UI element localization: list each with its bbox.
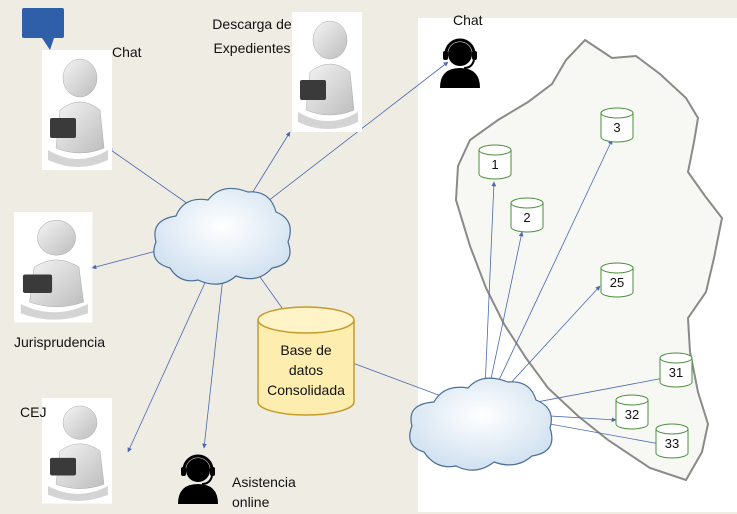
person-cej-icon bbox=[41, 397, 113, 505]
database-label-line2: datos bbox=[288, 362, 324, 378]
regional-databases: 1 2 3 25 31 32 33 bbox=[478, 107, 693, 459]
regional-database-label: 31 bbox=[669, 365, 683, 380]
descarga-label-line2: Expedientes bbox=[213, 40, 291, 56]
person-chat-icon bbox=[41, 49, 113, 171]
cej-label: CEJ bbox=[20, 404, 47, 420]
chat-label: Chat bbox=[112, 44, 142, 60]
upper-cloud bbox=[153, 187, 291, 285]
regional-database-label: 25 bbox=[610, 275, 624, 290]
regional-database-label: 1 bbox=[491, 157, 498, 172]
headset-asistencia-icon bbox=[176, 454, 220, 506]
regional-database-label: 32 bbox=[625, 407, 639, 422]
lower-cloud bbox=[409, 377, 553, 471]
database-label-line3: Consolidada bbox=[267, 382, 345, 398]
regional-database-31: 31 bbox=[659, 352, 693, 388]
asistencia-label-line1: Asistencia bbox=[232, 474, 296, 490]
regional-database-33: 33 bbox=[655, 423, 689, 459]
regional-database-label: 3 bbox=[613, 120, 620, 135]
chat-agent-label: Chat bbox=[453, 12, 483, 28]
regional-database-label: 33 bbox=[665, 436, 679, 451]
asistencia-label-line2: online bbox=[232, 494, 270, 510]
person-descarga-icon bbox=[291, 11, 363, 133]
regional-database-25: 25 bbox=[600, 262, 634, 298]
database-label-line1: Base de bbox=[280, 342, 332, 358]
person-jurisprudencia-icon bbox=[13, 211, 93, 323]
regional-database-32: 32 bbox=[615, 394, 649, 430]
peru-map-outline bbox=[454, 38, 724, 482]
regional-database-2: 2 bbox=[510, 197, 544, 233]
chat-bubble-icon bbox=[22, 8, 64, 50]
jurisprudencia-label: Jurisprudencia bbox=[14, 334, 106, 350]
regional-database-label: 2 bbox=[523, 210, 530, 225]
consolidated-database bbox=[257, 306, 355, 416]
descarga-label-line1: Descarga de bbox=[212, 16, 292, 32]
regional-database-3: 3 bbox=[600, 107, 634, 143]
regional-database-1: 1 bbox=[478, 144, 512, 180]
